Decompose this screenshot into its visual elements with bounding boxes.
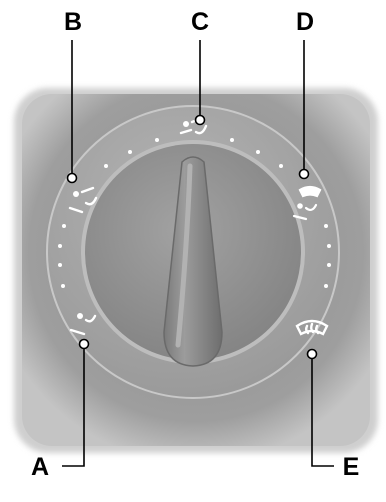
callout-label-c: C [191, 8, 209, 36]
callout-dot-b [68, 174, 77, 183]
callout-label-b: B [64, 8, 82, 36]
callout-label-a: A [31, 453, 49, 481]
callout-dot-d [300, 170, 309, 179]
callout-dot-e [308, 350, 317, 359]
callout-label-e: E [343, 453, 360, 481]
callout-dot-a [80, 340, 89, 349]
callout-dot-c [196, 116, 205, 125]
callout-label-d: D [296, 8, 314, 36]
